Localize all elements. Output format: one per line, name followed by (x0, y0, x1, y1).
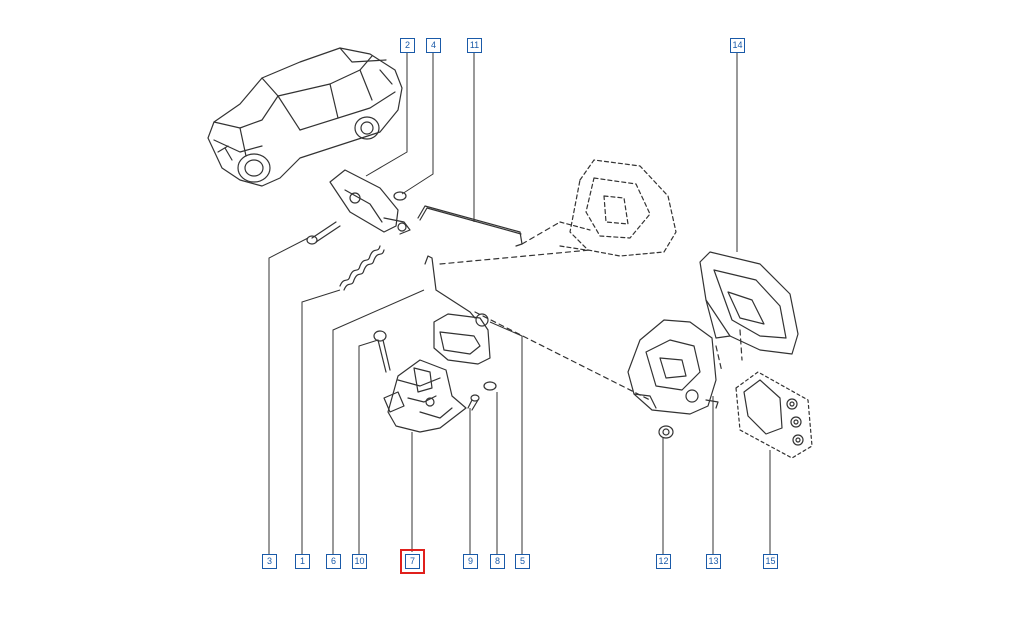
callout-3[interactable]: 3 (262, 554, 277, 569)
callout-4[interactable]: 4 (426, 38, 441, 53)
callout-15[interactable]: 15 (763, 554, 778, 569)
callout-9[interactable]: 9 (463, 554, 478, 569)
leader-lines (268, 52, 771, 554)
actuator-part-2 (329, 169, 411, 235)
callout-8[interactable]: 8 (490, 554, 505, 569)
housing-part-14 (699, 251, 799, 355)
callout-10[interactable]: 10 (352, 554, 367, 569)
bushing-part-12 (658, 425, 674, 439)
bolt-part-9 (467, 394, 480, 411)
callout-11[interactable]: 11 (467, 38, 482, 53)
car-illustration (207, 47, 403, 187)
callout-1[interactable]: 1 (295, 554, 310, 569)
lock-housing-part-5 (433, 313, 491, 365)
bolt-part-3 (306, 221, 341, 245)
callout-7-selected[interactable]: 7 (400, 549, 425, 574)
bolt-part-10 (373, 330, 391, 373)
lock-unit-part-13 (627, 319, 719, 415)
washer-part-4 (393, 191, 407, 201)
latch-part-7 (383, 359, 467, 433)
rod-part-6 (424, 255, 476, 319)
washer-part-8 (483, 381, 497, 391)
callout-5[interactable]: 5 (515, 554, 530, 569)
gasket-part-15 (735, 371, 813, 459)
callout-14[interactable]: 14 (730, 38, 745, 53)
callout-2[interactable]: 2 (400, 38, 415, 53)
spring-part-1 (339, 245, 385, 291)
callout-6[interactable]: 6 (326, 554, 341, 569)
callout-12[interactable]: 12 (656, 554, 671, 569)
rod-part-11 (417, 205, 523, 247)
callout-13[interactable]: 13 (706, 554, 721, 569)
guide-lines (439, 221, 743, 401)
phantom-housing (559, 159, 677, 257)
rod-part-11-edge (419, 207, 522, 235)
